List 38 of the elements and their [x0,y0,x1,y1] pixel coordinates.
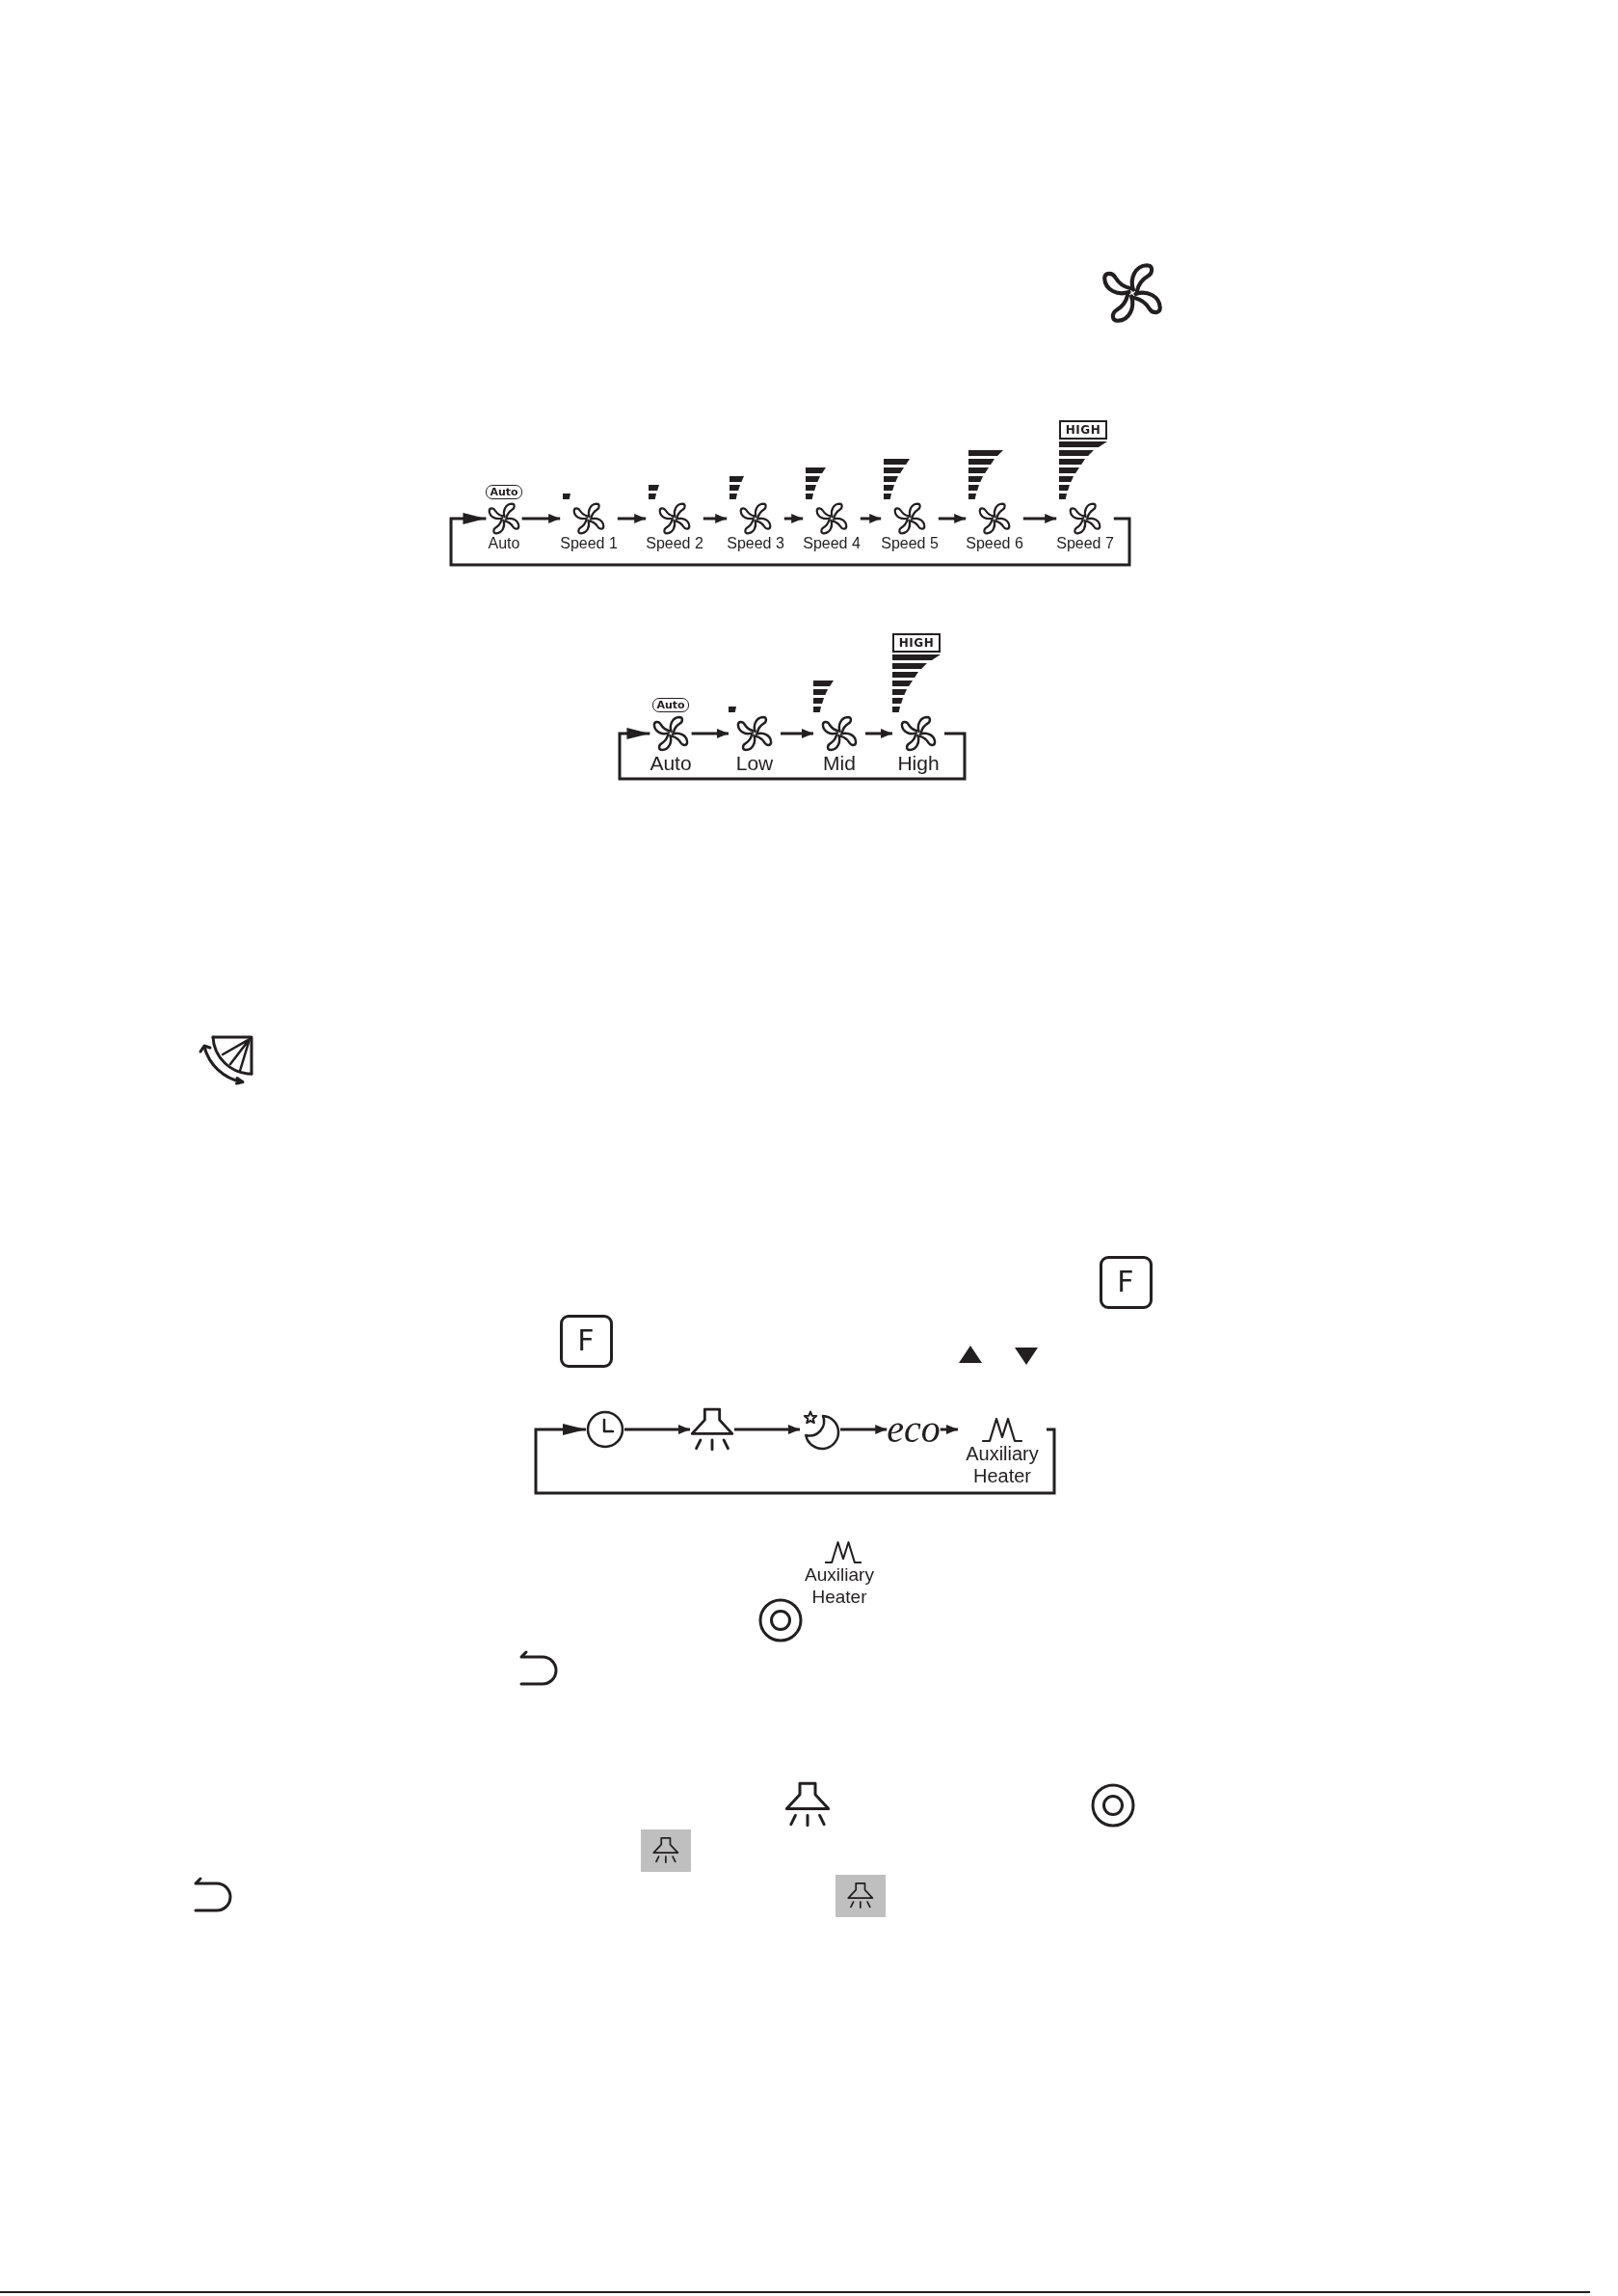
arrow [865,729,892,738]
heater-label: Auxiliary Heater [804,1564,875,1609]
loop-arrow [534,1424,1056,1495]
speed-label: Mid [823,752,856,776]
arrow [840,1425,888,1434]
arrow [624,1425,690,1434]
arrow [617,514,647,523]
arrow [1022,514,1057,523]
arrow [940,1425,958,1434]
speed-label: Speed 7 [1056,535,1114,553]
loop-arrow [449,513,1131,567]
eco-label: eco [887,1410,941,1449]
function-key: F [559,1314,613,1368]
speed-label: Low [735,752,774,776]
speed-label: Speed 6 [966,535,1023,553]
speed-label: Speed 5 [881,535,939,553]
auto-mode-badge: Auto [486,485,522,499]
speed-label: High [897,752,940,776]
arrow [781,729,813,738]
loop-arrow [618,728,967,781]
speed-label: Speed 4 [803,535,861,553]
function-key: F [1099,1255,1153,1309]
speed-label: Auto [488,535,520,553]
arrow [703,514,728,523]
heater-label: Auxiliary Heater [965,1443,1040,1487]
arrow [521,514,561,523]
arrow [783,514,804,523]
arrow [734,1425,800,1434]
arrow [860,514,882,523]
high-speed-badge: HIGH [892,633,941,653]
speed-label: Speed 3 [727,535,784,553]
speed-label: Speed 1 [560,535,618,553]
arrow [938,514,967,523]
auto-mode-badge: Auto [652,698,689,712]
speed-label: Speed 2 [646,535,703,553]
high-speed-badge: HIGH [1059,420,1107,440]
arrow [691,729,729,738]
speed-label: Auto [650,752,692,776]
